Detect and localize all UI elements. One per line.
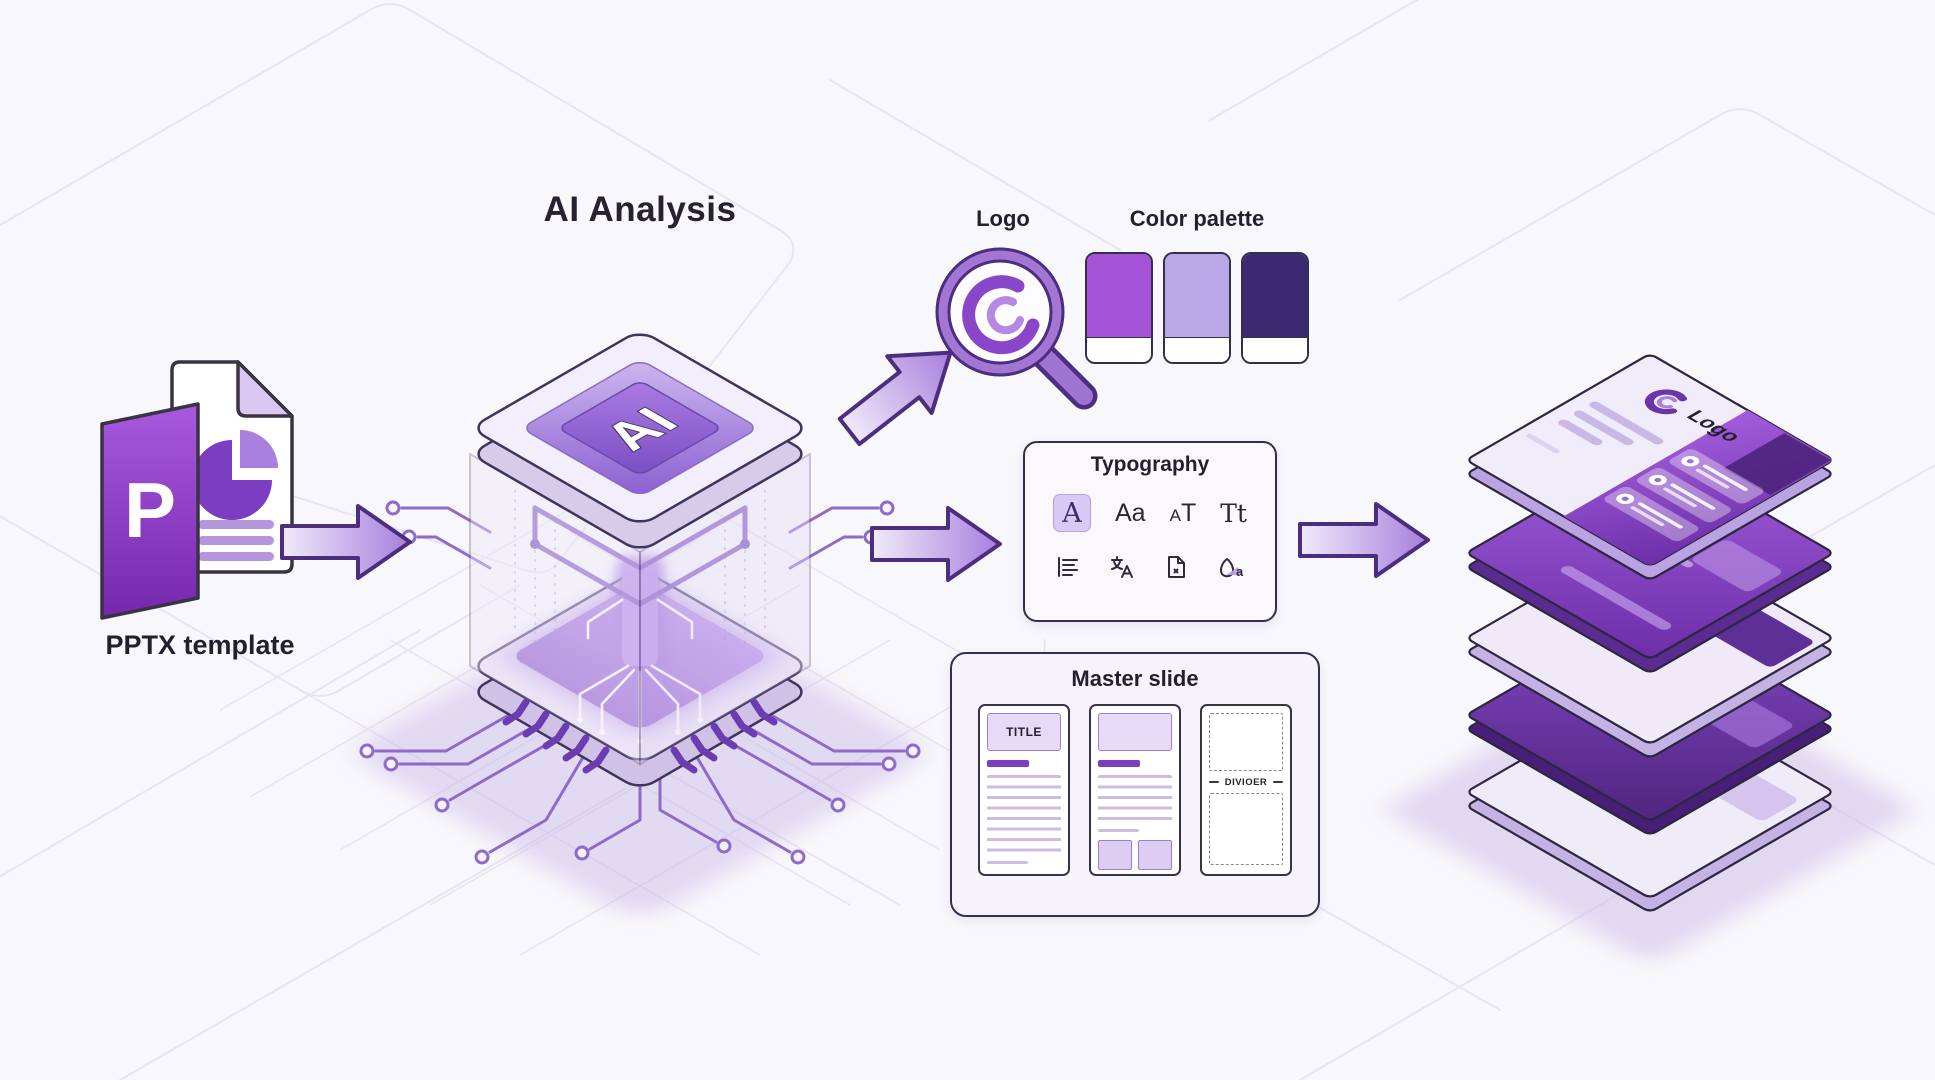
layout-title-placeholder: TITLE bbox=[987, 713, 1061, 751]
chip-core bbox=[622, 562, 658, 666]
master-slide-title: Master slide bbox=[1071, 666, 1199, 691]
pptx-letter: P bbox=[124, 466, 176, 554]
pie-chart-icon bbox=[192, 440, 272, 520]
master-slide-panel: Master slide TITLE DIVIOER bbox=[950, 652, 1320, 917]
palette-swatch-dark bbox=[1241, 252, 1309, 364]
arrow-chip-to-typography bbox=[870, 506, 1002, 582]
align-left-icon bbox=[1058, 557, 1078, 577]
font-sample-aa: Aa bbox=[1115, 498, 1146, 527]
typography-title: Typography bbox=[1090, 453, 1210, 476]
arrow-to-output bbox=[1298, 502, 1430, 578]
palette-node-label: Color palette bbox=[1129, 206, 1265, 231]
pptx-panel bbox=[100, 402, 200, 620]
font-sample-at: AT bbox=[1169, 498, 1197, 527]
page-icon bbox=[1168, 556, 1185, 578]
circuit-traces bbox=[359, 500, 921, 865]
ai-chip-cube: AI bbox=[359, 300, 921, 915]
swatch-color-light bbox=[1165, 254, 1229, 337]
chip-wireframe bbox=[530, 505, 750, 607]
diagram-title: AI Analysis bbox=[543, 190, 737, 229]
arrow-input-to-chip bbox=[280, 504, 412, 580]
pptx-file-icon: P bbox=[100, 360, 294, 620]
palette-swatch-light bbox=[1163, 252, 1231, 364]
layout-content-thumb bbox=[1089, 704, 1181, 876]
font-sample-tt: Tt bbox=[1220, 498, 1247, 528]
slide-logo-mark bbox=[1644, 389, 1688, 415]
typography-panel: Typography A Aa AT Tt a bbox=[1023, 441, 1277, 622]
page-fold bbox=[236, 360, 294, 418]
swatch-color-primary bbox=[1087, 254, 1151, 337]
logo-node-label: Logo bbox=[976, 206, 1030, 231]
chip-legs bbox=[502, 698, 778, 774]
divider-row: DIVIOER bbox=[1209, 771, 1283, 793]
font-style-icon: a bbox=[1219, 558, 1244, 579]
layout-title-thumb: TITLE bbox=[978, 704, 1070, 876]
logo-magnifier-icon bbox=[935, 247, 1098, 410]
svg-text:a: a bbox=[1236, 564, 1244, 579]
slide-1: Logo bbox=[1466, 354, 1834, 567]
pptx-template-label: PPTX template bbox=[105, 630, 295, 660]
pie-chart-slice bbox=[240, 430, 278, 468]
glow-traces bbox=[577, 598, 703, 744]
swatch-color-dark bbox=[1243, 254, 1307, 337]
palette-swatch-primary bbox=[1085, 252, 1153, 364]
slide-cards bbox=[1604, 449, 1764, 542]
divider-label: DIVIOER bbox=[1224, 776, 1268, 788]
arrow-chip-to-logo bbox=[837, 350, 953, 447]
translate-icon bbox=[1111, 556, 1133, 578]
font-sample-a: A bbox=[1053, 494, 1091, 532]
layout-divider-thumb: DIVIOER bbox=[1200, 704, 1292, 876]
output-slide-stack: Logo bbox=[1391, 250, 1909, 960]
brand-logo-mark bbox=[962, 275, 1040, 355]
